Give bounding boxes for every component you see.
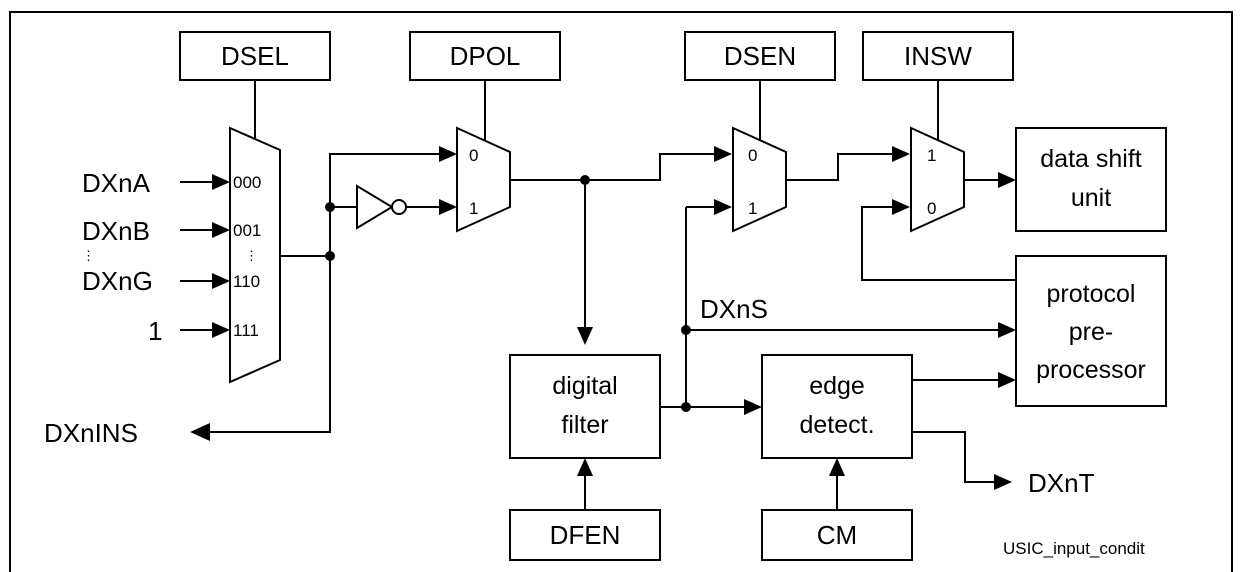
arrow-dsen-0 [714,146,732,162]
arrow-dxna [212,174,230,190]
insw-label: INSW [904,41,972,71]
protocol-line3: processor [1036,356,1146,384]
dfen-label: DFEN [550,520,621,550]
protocol-preprocessor-block: protocol pre- processor [1015,255,1167,407]
input-dxng: DXnG [82,266,153,296]
cm-register: CM [761,509,913,561]
arrow-cm [829,458,845,476]
digital-filter-line1: digital [552,372,617,400]
dpol-mux-0: 0 [469,146,478,165]
signal-dxnt: DXnT [1028,468,1095,498]
dfen-register: DFEN [509,509,661,561]
signal-dxns: DXnS [700,294,768,324]
dsen-mux: 0 1 [732,126,787,233]
insw-mux-1: 1 [927,146,936,165]
digital-filter-block: digital filter [509,354,661,459]
arrow-dxng [212,273,230,289]
mux-input-110: 110 [233,272,260,291]
mux-input-000: 000 [233,173,261,192]
arrow-dpol-1 [439,199,457,215]
dpol-mux: 0 1 [456,126,511,233]
arrow-dxnins [190,423,210,441]
dpol-register: DPOL [409,31,561,81]
insw-mux-0: 0 [927,199,936,218]
dsel-register: DSEL [179,31,331,81]
signal-dxnins: DXnINS [44,418,138,448]
mux-input-111: 111 [233,321,259,340]
dpol-label: DPOL [450,41,521,71]
insw-register: INSW [862,31,1014,81]
edge-detect-line1: edge [809,372,865,400]
arrow-dxns-to-protocol [998,322,1016,338]
dsen-label: DSEN [724,41,796,71]
diagram-frame [9,11,1233,572]
dsen-mux-1: 1 [748,199,757,218]
arrow-dfen [577,458,593,476]
arrow-edge-to-protocol [998,372,1016,388]
arrow-to-data-shift [998,172,1016,188]
input-vdots: ⋮ [82,248,95,263]
arrow-to-edge-detect [744,399,762,415]
input-dxna: DXnA [82,168,151,198]
figure-caption: USIC_input_condit [1003,539,1145,558]
dsen-register: DSEN [684,31,836,81]
arrow-one [212,322,230,338]
edge-detect-block: edge detect. [761,354,913,459]
data-shift-line2: unit [1071,184,1111,212]
dsel-label: DSEL [221,41,289,71]
input-dxnb: DXnB [82,216,150,246]
arrow-insw-1 [892,146,910,162]
arrow-dxnb [212,222,230,238]
arrow-dpol-0 [439,146,457,162]
cm-label: CM [817,520,857,550]
data-shift-unit-block: data shift unit [1015,127,1167,232]
inverter-bubble [391,199,407,215]
dsen-mux-0: 0 [748,146,757,165]
input-one: 1 [148,316,162,346]
input-selector-mux: 000 001 ⋮ 110 111 [229,126,281,384]
arrow-dsen-1 [714,199,732,215]
arrow-insw-0 [892,199,910,215]
protocol-line1: protocol [1047,280,1136,308]
digital-filter-line2: filter [561,411,608,439]
data-shift-line1: data shift [1040,145,1142,173]
protocol-line2: pre- [1069,318,1113,346]
arrow-to-filter [577,327,593,345]
mux-vdots: ⋮ [245,248,258,263]
inverter [356,184,394,230]
insw-mux: 1 0 [910,126,965,233]
dpol-mux-1: 1 [469,199,478,218]
edge-detect-line2: detect. [799,411,874,439]
arrow-dxnt [994,474,1012,490]
mux-input-001: 001 [233,221,261,240]
